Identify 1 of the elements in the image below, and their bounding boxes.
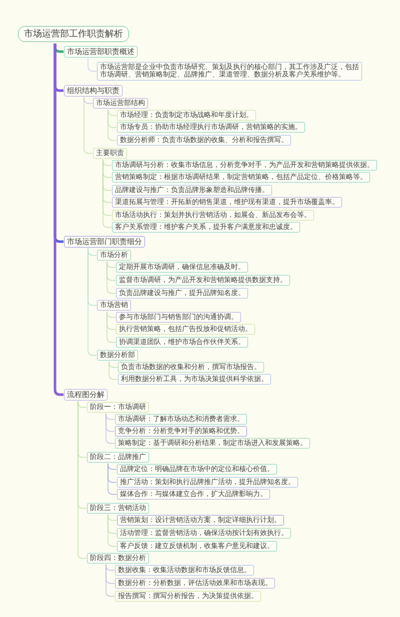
central-topic-box: 市场运营部工作职责解析 — [18, 26, 129, 42]
